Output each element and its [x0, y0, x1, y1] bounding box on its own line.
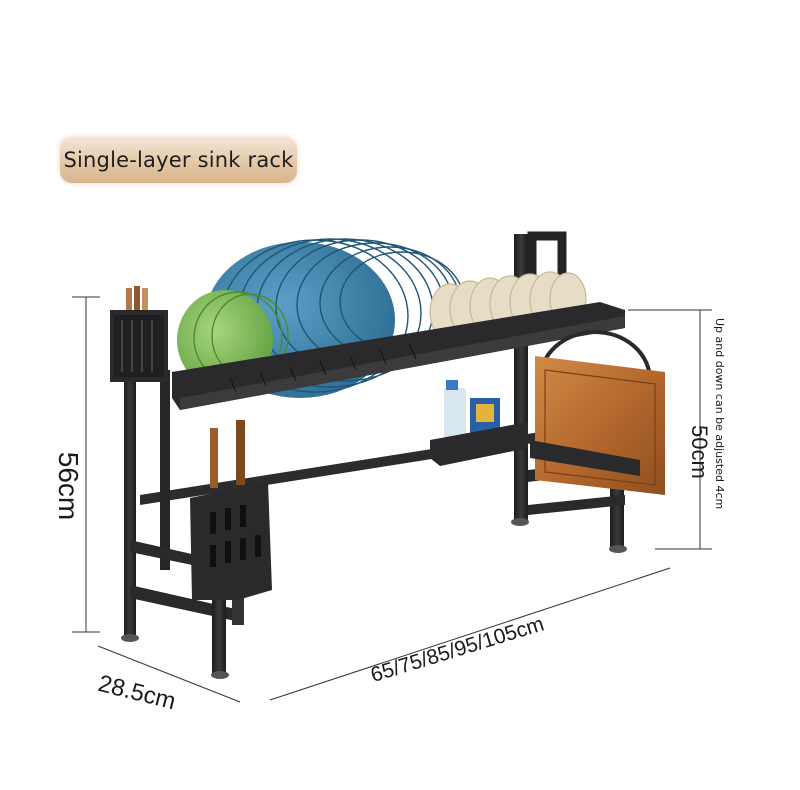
knife-holder	[190, 420, 272, 600]
title-text: Single-layer sink rack	[63, 148, 294, 172]
utensil-holder	[110, 286, 168, 382]
upper-height-label: 50cm	[687, 425, 712, 479]
height-label: 56cm	[53, 451, 84, 521]
adjust-note: Up and down can be adjusted 4cm	[713, 318, 726, 510]
top-shelf	[172, 302, 625, 410]
dimension-lines	[72, 296, 712, 703]
sponge-basket	[430, 380, 528, 466]
title-badge: Single-layer sink rack	[60, 137, 297, 183]
cutting-board	[530, 330, 665, 495]
